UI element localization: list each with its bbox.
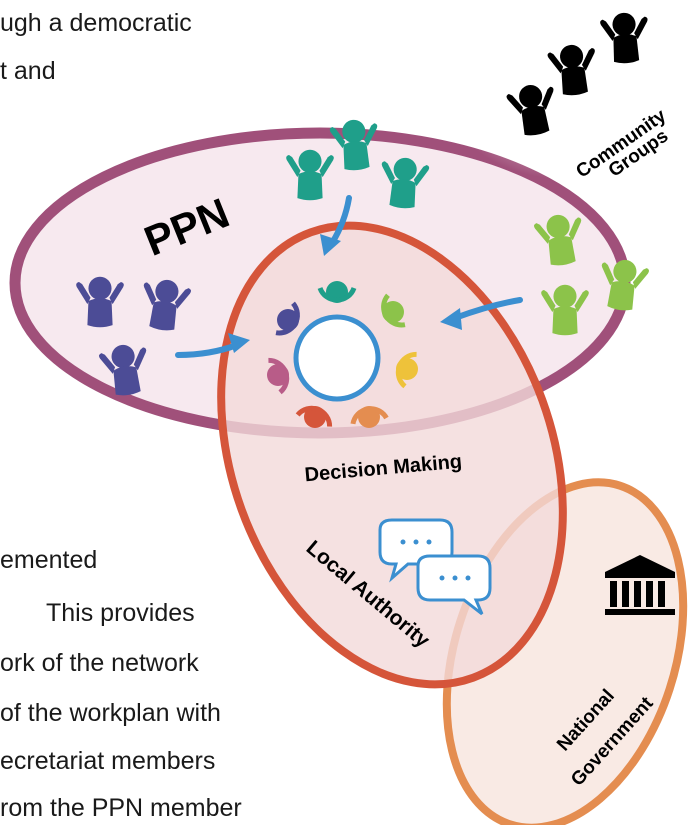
body-text-line: t and (0, 57, 56, 85)
participant-teal (317, 281, 357, 303)
body-text-line: ecretariat members (0, 747, 216, 775)
body-text-line: of the workplan with (0, 699, 221, 727)
person-icon (599, 11, 651, 65)
participant-purple (275, 301, 300, 336)
participant-green (381, 293, 406, 328)
arrows (175, 195, 523, 358)
participant-red (295, 405, 333, 428)
meeting-table (293, 314, 381, 402)
participant-yellow (395, 351, 418, 389)
decision-circle (267, 281, 418, 428)
government-building-icon (605, 555, 675, 615)
participant-pink (267, 357, 290, 395)
arrow-icon (452, 297, 523, 321)
body-text-line: ork of the network (0, 649, 199, 677)
body-text-line: This provides (46, 599, 195, 627)
body-text-line: rom the PPN member (0, 794, 242, 822)
body-text-line: emented (0, 546, 98, 574)
body-text-line: ugh a democratic (0, 9, 192, 37)
chat-bubbles-icon (378, 518, 492, 616)
participant-orange (350, 406, 389, 428)
